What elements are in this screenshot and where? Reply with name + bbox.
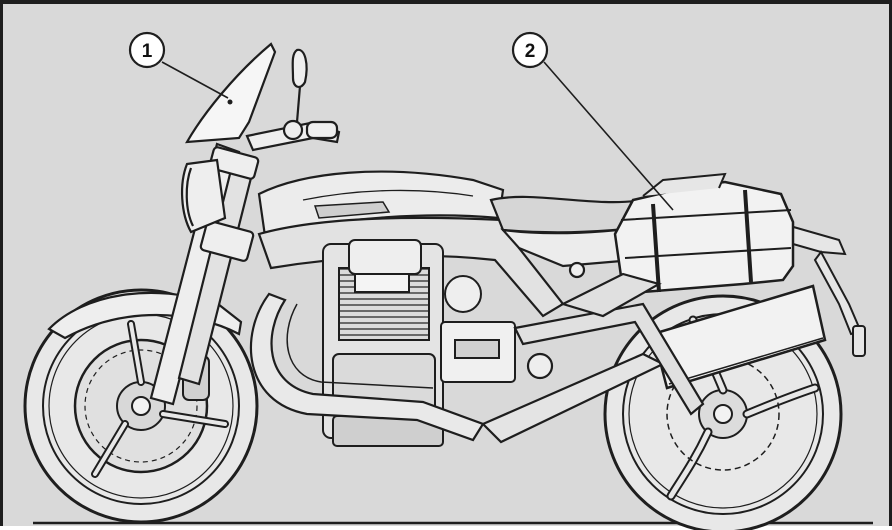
fuel-tank <box>257 170 505 238</box>
rear-tail <box>781 222 866 357</box>
callout-2-number: 2 <box>525 41 536 62</box>
windscreen-bolt <box>227 99 233 105</box>
side-bag <box>613 172 795 294</box>
callout-2-circle <box>511 31 549 69</box>
callout-2-leader <box>543 61 674 211</box>
callout-1-number: 1 <box>142 41 153 62</box>
engine <box>322 239 516 447</box>
callout-1: 1 <box>128 31 166 69</box>
exhaust-system <box>249 284 827 444</box>
callout-2: 2 <box>511 31 549 69</box>
headlight <box>180 158 227 234</box>
callout-1-leader <box>161 61 229 99</box>
handlebar-and-mirror <box>245 48 341 152</box>
callout-1-circle <box>128 31 166 69</box>
swingarm <box>513 261 705 416</box>
windscreen <box>185 42 277 144</box>
motorcycle-illustration: 1 2 <box>23 31 873 530</box>
